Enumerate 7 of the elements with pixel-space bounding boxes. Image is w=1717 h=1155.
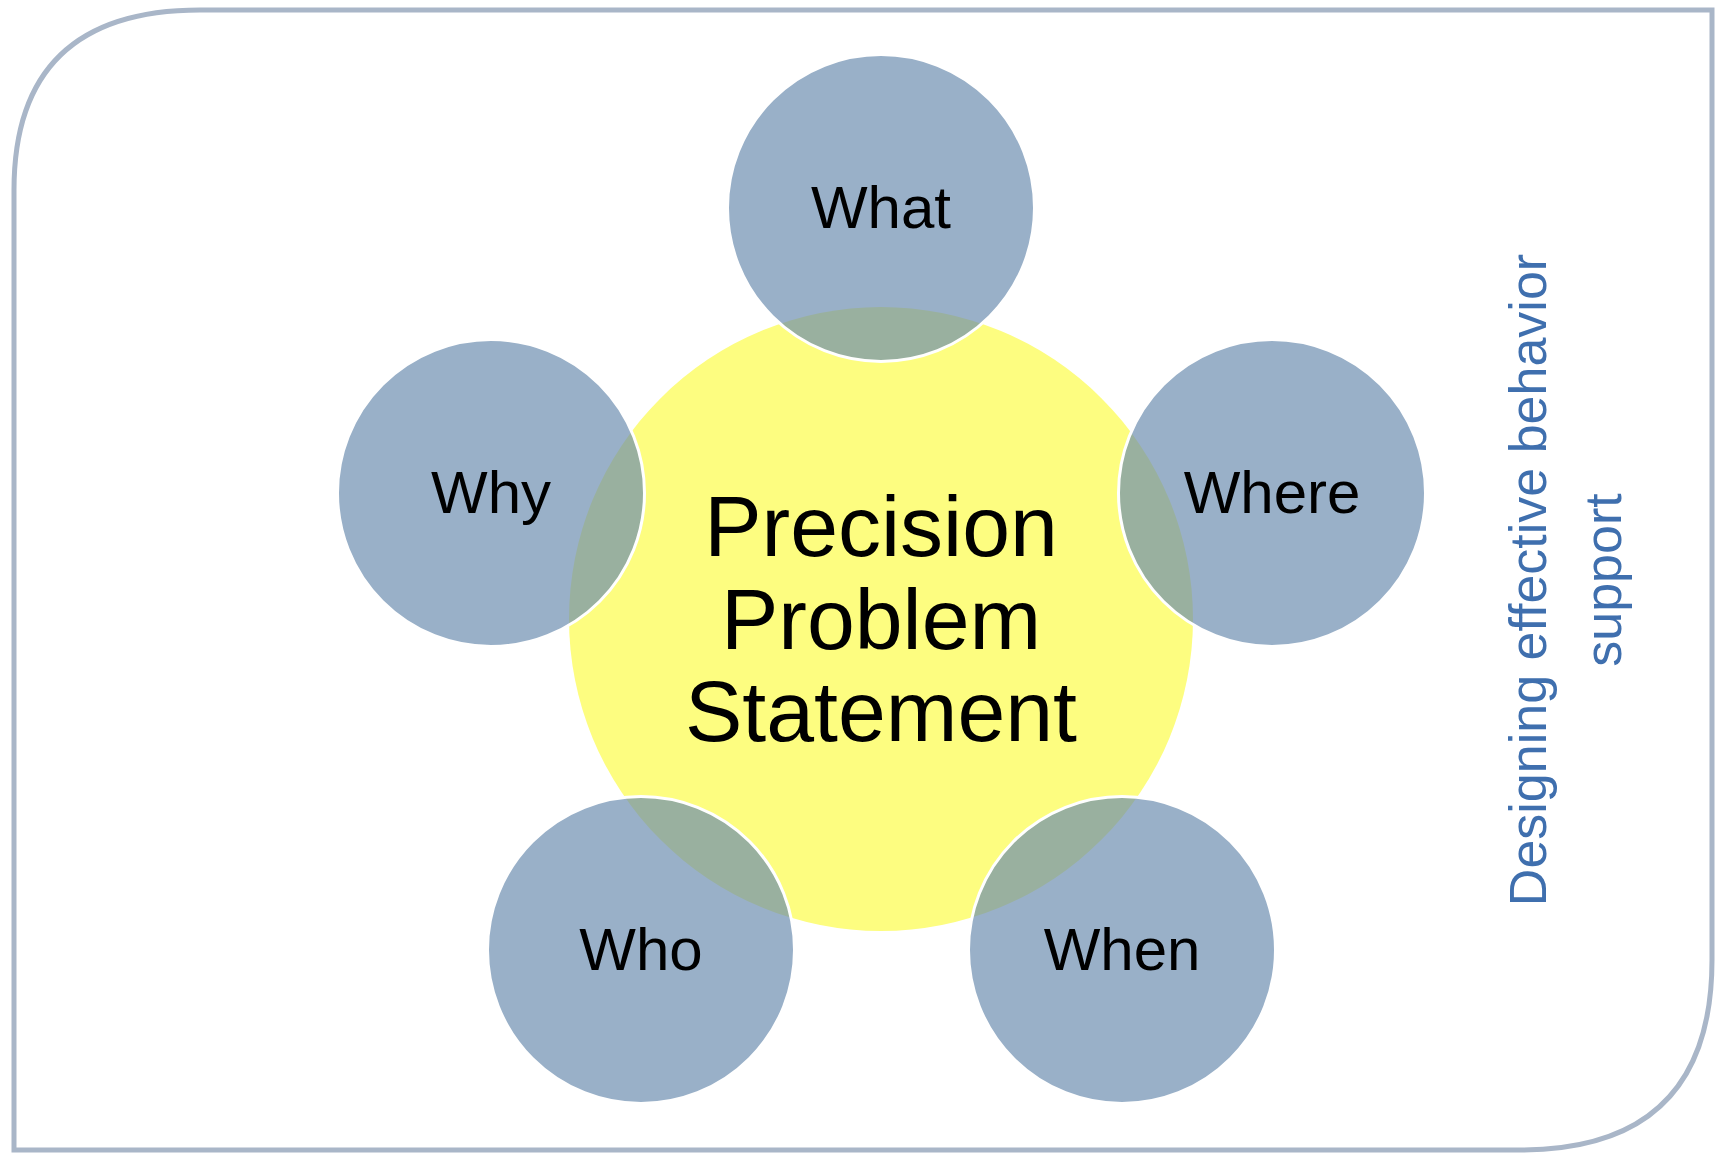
topic-label: What — [810, 175, 951, 241]
topic-label: Who — [579, 917, 703, 983]
topic-label: When — [1043, 917, 1201, 983]
topic-label: Why — [431, 460, 551, 526]
hub-title: Precision Problem Statement — [684, 479, 1078, 759]
topic-label: Where — [1183, 460, 1361, 526]
side-caption: Designing effective behavior support — [1497, 252, 1633, 909]
